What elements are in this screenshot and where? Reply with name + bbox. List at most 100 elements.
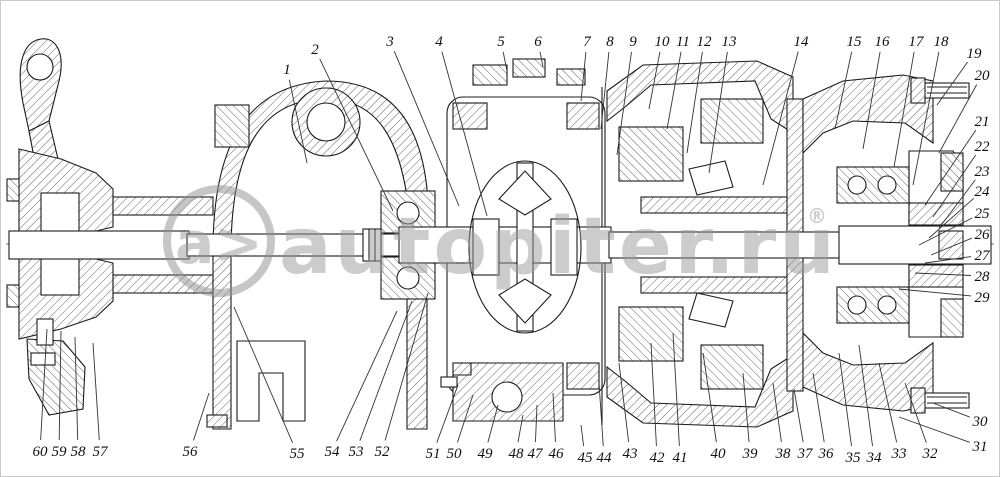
callout-53: 53 <box>349 444 364 460</box>
callout-30: 30 <box>972 414 989 430</box>
leader-line-22 <box>932 154 977 218</box>
leader-line-39 <box>742 372 750 443</box>
callout-47: 47 <box>528 446 545 462</box>
callout-32: 32 <box>922 446 939 462</box>
watermark-text: autopiter.ru <box>279 202 838 292</box>
leader-line-18 <box>912 51 940 186</box>
leader-line-42 <box>650 342 657 447</box>
leader-line-25 <box>918 217 973 246</box>
callout-38: 38 <box>775 446 792 462</box>
drum-bottom <box>606 353 794 428</box>
leader-line-33 <box>878 362 898 443</box>
callout-43: 43 <box>623 446 638 462</box>
callout-35: 35 <box>845 450 862 466</box>
leader-line-37 <box>793 388 804 443</box>
bevel-pinion-bottom <box>498 278 552 324</box>
callout-4: 4 <box>435 34 443 50</box>
callout-5: 5 <box>497 34 505 50</box>
leader-line-23 <box>938 179 976 229</box>
callout-14: 14 <box>794 34 810 50</box>
hub-housing-top <box>802 74 934 155</box>
leader-line-31 <box>898 416 970 443</box>
leader-line-58 <box>74 336 79 441</box>
leader-line-53 <box>359 300 413 441</box>
leader-line-52 <box>384 292 429 441</box>
leader-line-45 <box>580 424 585 447</box>
leader-line-41 <box>672 332 680 447</box>
callout-31: 31 <box>972 439 988 455</box>
leader-line-15 <box>834 51 853 130</box>
callout-41: 41 <box>673 450 688 466</box>
leader-line-13 <box>708 51 728 174</box>
callout-34: 34 <box>866 450 883 466</box>
leader-line-14 <box>762 51 799 186</box>
taper-bearing-bottom <box>688 292 734 328</box>
callout-16: 16 <box>875 34 891 50</box>
callout-57: 57 <box>93 444 110 460</box>
callout-18: 18 <box>934 34 950 50</box>
leader-line-5 <box>502 51 508 72</box>
leader-line-1 <box>288 79 308 164</box>
leader-line-12 <box>686 51 703 154</box>
callout-54: 54 <box>325 444 341 460</box>
leader-line-44 <box>598 382 604 447</box>
watermark: a> autopiter.ru ® <box>163 185 838 297</box>
callout-46: 46 <box>549 446 565 462</box>
callout-58: 58 <box>71 444 87 460</box>
leader-line-9 <box>616 51 632 156</box>
callout-2: 2 <box>311 42 319 58</box>
callout-37: 37 <box>797 446 815 462</box>
callout-21: 21 <box>975 114 990 130</box>
callout-1: 1 <box>283 62 291 78</box>
leader-line-6 <box>539 51 544 68</box>
leader-line-36 <box>812 372 825 443</box>
leader-line-59 <box>58 330 62 441</box>
callout-33: 33 <box>891 446 907 462</box>
leader-line-54 <box>336 310 398 442</box>
callout-9: 9 <box>629 34 637 50</box>
callout-23: 23 <box>975 164 990 180</box>
callout-12: 12 <box>697 34 713 50</box>
leader-line-29 <box>898 288 972 297</box>
leader-line-20 <box>938 84 978 154</box>
callout-40: 40 <box>711 446 727 462</box>
watermark-logo: a> <box>175 209 263 277</box>
callout-55: 55 <box>290 446 306 462</box>
callout-60: 60 <box>33 444 49 460</box>
callout-42: 42 <box>650 450 666 466</box>
bevel-pinion-top <box>498 170 552 216</box>
ring-gear <box>468 160 582 334</box>
leader-line-26 <box>930 237 972 256</box>
callout-49: 49 <box>478 446 494 462</box>
leader-line-49 <box>487 404 499 443</box>
leader-line-7 <box>580 51 587 102</box>
leader-line-32 <box>904 382 927 443</box>
leader-line-46 <box>552 392 556 443</box>
leader-line-24 <box>928 197 975 239</box>
leader-line-10 <box>648 51 661 110</box>
drum-top <box>606 60 794 135</box>
axle-shaft <box>8 230 190 260</box>
leader-line-11 <box>666 51 682 130</box>
callout-10: 10 <box>655 34 671 50</box>
callout-44: 44 <box>597 450 613 466</box>
leader-line-19 <box>936 61 968 106</box>
bearing-block-top <box>380 190 436 234</box>
callout-45: 45 <box>578 450 594 466</box>
callout-26: 26 <box>975 227 991 243</box>
callout-22: 22 <box>975 139 991 155</box>
leader-line-16 <box>862 51 881 150</box>
callout-48: 48 <box>509 446 525 462</box>
callout-15: 15 <box>847 34 863 50</box>
leader-line-43 <box>618 362 630 443</box>
watermark-logo-circle <box>163 185 275 297</box>
leader-line-38 <box>772 382 782 443</box>
side-gear-left <box>472 218 500 276</box>
leader-line-47 <box>535 404 538 443</box>
leader-line-57 <box>92 342 100 441</box>
callout-27: 27 <box>975 248 992 264</box>
leader-line-35 <box>838 352 852 447</box>
